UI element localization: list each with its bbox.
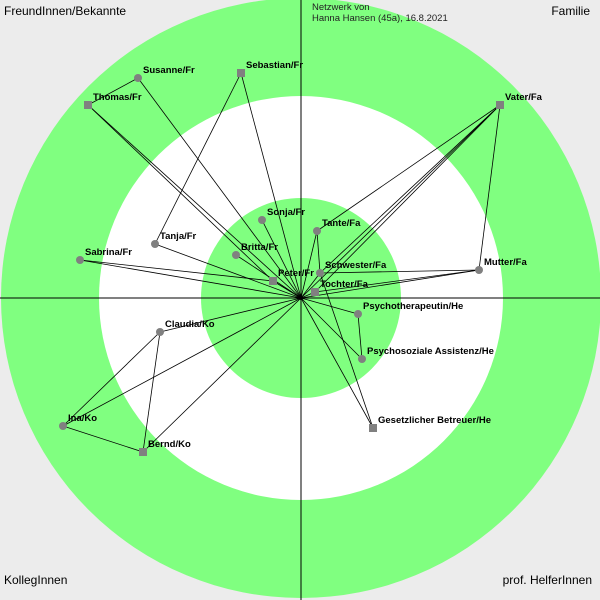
edge-ego-vater: [300, 104, 501, 299]
edge-ego-susanne: [137, 77, 302, 299]
node-label-susanne: Susanne/Fr: [143, 65, 195, 76]
node-sabrina[interactable]: Sabrina/Fr: [76, 247, 132, 264]
node-psycho[interactable]: Psychotherapeutin/He: [354, 301, 463, 318]
node-marker-tochter[interactable]: [311, 288, 319, 296]
node-sonja[interactable]: Sonja/Fr: [258, 207, 305, 224]
node-claudia[interactable]: Claudia/Ko: [156, 319, 215, 336]
edge-sebastian-tanja: [154, 72, 242, 245]
header-line-1: Netzwerk von: [312, 2, 370, 13]
node-britta[interactable]: Britta/Fr: [232, 242, 278, 259]
edge-ego-betreuer: [300, 297, 374, 429]
node-label-assistenz: Psychosoziale Assistenz/He: [367, 346, 494, 357]
node-marker-assistenz[interactable]: [358, 355, 366, 363]
node-label-sebastian: Sebastian/Fr: [246, 60, 303, 71]
edge-vater-mutter: [478, 104, 501, 271]
quadrant-label-professionals: prof. HelferInnen: [503, 573, 592, 587]
node-label-claudia: Claudia/Ko: [165, 319, 215, 330]
edge-thomas-susanne: [87, 77, 139, 106]
edge-ego-assistenz: [300, 297, 363, 360]
ego-center: [299, 296, 303, 300]
node-marker-schwester[interactable]: [316, 269, 324, 277]
node-label-psycho: Psychotherapeutin/He: [363, 301, 463, 312]
node-marker-sabrina[interactable]: [76, 256, 84, 264]
edge-ego-mutter: [300, 269, 480, 299]
node-vater[interactable]: Vater/Fa: [496, 92, 543, 109]
header-line-2: Hanna Hansen (45a), 16.8.2021: [312, 13, 448, 24]
node-label-bernd: Bernd/Ko: [148, 439, 191, 450]
node-marker-tanja[interactable]: [151, 240, 159, 248]
node-marker-vater[interactable]: [496, 101, 504, 109]
edge-ego-ina: [62, 297, 302, 427]
node-marker-tante[interactable]: [313, 227, 321, 235]
node-sebastian[interactable]: Sebastian/Fr: [237, 60, 303, 77]
edge-vater-tochter: [314, 104, 501, 293]
node-label-tanja: Tanja/Fr: [160, 231, 197, 242]
node-susanne[interactable]: Susanne/Fr: [134, 65, 195, 82]
edge-schwester-betreuer: [319, 272, 374, 429]
edge-ego-tanja: [154, 243, 302, 299]
node-marker-susanne[interactable]: [134, 74, 142, 82]
edge-ego-sebastian: [240, 72, 302, 299]
node-label-britta: Britta/Fr: [241, 242, 278, 253]
node-marker-britta[interactable]: [232, 251, 240, 259]
node-label-peter: Peter/Fr: [278, 268, 314, 279]
node-marker-bernd[interactable]: [139, 448, 147, 456]
node-betreuer[interactable]: Gesetzlicher Betreuer/He: [369, 415, 491, 432]
edge-ina-bernd: [62, 425, 144, 453]
node-label-sabrina: Sabrina/Fr: [85, 247, 132, 258]
node-tante[interactable]: Tante/Fa: [313, 218, 361, 235]
node-ina[interactable]: Ina/Ko: [59, 413, 97, 430]
edge-ego-sonja: [261, 219, 302, 299]
node-marker-peter[interactable]: [269, 277, 277, 285]
node-tanja[interactable]: Tanja/Fr: [151, 231, 197, 248]
node-marker-psycho[interactable]: [354, 310, 362, 318]
edge-ego-schwester: [300, 272, 321, 299]
node-marker-ina[interactable]: [59, 422, 67, 430]
node-tochter[interactable]: Tochter/Fa: [311, 279, 369, 296]
edge-sabrina-peter: [79, 259, 274, 282]
node-marker-thomas[interactable]: [84, 101, 92, 109]
node-label-vater: Vater/Fa: [505, 92, 543, 103]
edge-ego-claudia: [159, 297, 302, 333]
edge-ego-sabrina: [79, 259, 302, 299]
node-marker-betreuer[interactable]: [369, 424, 377, 432]
edge-psycho-assistenz: [357, 313, 363, 360]
edge-tante-schwester: [316, 230, 321, 274]
quadrant-label-colleagues: KollegInnen: [4, 573, 67, 587]
node-label-schwester: Schwester/Fa: [325, 260, 387, 271]
edge-vater-schwester: [319, 104, 501, 274]
node-peter[interactable]: Peter/Fr: [269, 268, 314, 285]
node-bernd[interactable]: Bernd/Ko: [139, 439, 191, 456]
node-label-ina: Ina/Ko: [68, 413, 97, 424]
edge-claudia-ina: [62, 331, 161, 427]
node-assistenz[interactable]: Psychosoziale Assistenz/He: [358, 346, 494, 363]
edge-ego-thomas: [87, 104, 302, 299]
node-marker-sonja[interactable]: [258, 216, 266, 224]
node-label-tante: Tante/Fa: [322, 218, 361, 229]
node-label-sonja: Sonja/Fr: [267, 207, 305, 218]
edge-vater-tante: [316, 104, 501, 232]
node-label-thomas: Thomas/Fr: [93, 92, 142, 103]
edge-mutter-schwester: [319, 269, 480, 274]
edge-ego-tante: [300, 230, 318, 299]
edge-ego-peter: [272, 280, 302, 299]
node-thomas[interactable]: Thomas/Fr: [84, 92, 142, 109]
node-marker-sebastian[interactable]: [237, 69, 245, 77]
quadrant-label-friends: FreundInnen/Bekannte: [4, 4, 126, 18]
edge-claudia-bernd: [142, 331, 161, 453]
node-schwester[interactable]: Schwester/Fa: [316, 260, 387, 277]
edge-mutter-tochter: [314, 269, 480, 293]
node-mutter[interactable]: Mutter/Fa: [475, 257, 527, 274]
node-label-mutter: Mutter/Fa: [484, 257, 527, 268]
edge-ego-psycho: [300, 297, 359, 315]
node-marker-claudia[interactable]: [156, 328, 164, 336]
node-label-tochter: Tochter/Fa: [320, 279, 369, 290]
edge-layer: [62, 72, 501, 453]
node-marker-mutter[interactable]: [475, 266, 483, 274]
node-label-betreuer: Gesetzlicher Betreuer/He: [378, 415, 491, 426]
edge-ego-bernd: [142, 297, 302, 453]
quadrant-label-family: Familie: [551, 4, 590, 18]
